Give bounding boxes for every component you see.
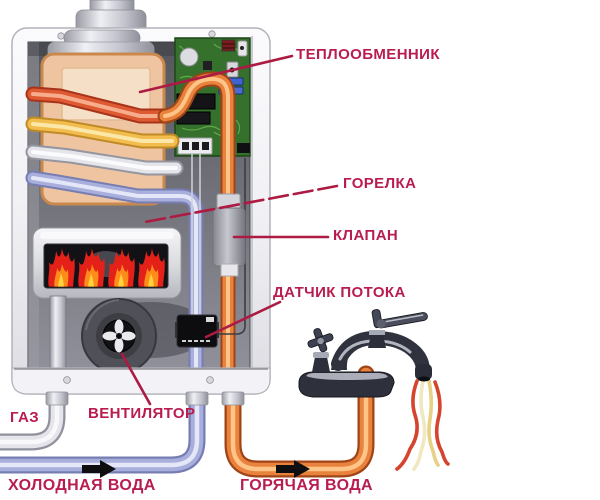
screw-icon xyxy=(63,376,71,384)
hot-water-pipe xyxy=(157,71,236,376)
gas-pipe xyxy=(0,393,66,451)
leader-lines xyxy=(120,54,339,406)
water-streams xyxy=(395,379,450,471)
faucet-left-handle xyxy=(307,328,334,353)
hot-flow-arrow-icon xyxy=(276,460,310,478)
coil-pipes xyxy=(25,86,184,176)
leader-flow-sensor xyxy=(204,300,282,339)
valve-body xyxy=(212,193,246,277)
fan xyxy=(81,298,157,374)
label-burner: ГОРЕЛКА xyxy=(343,175,417,192)
faucet-right-handle xyxy=(371,309,428,329)
label-heat-exchanger: ТЕПЛООБМЕННИК xyxy=(296,46,440,63)
label-gas: ГАЗ xyxy=(10,409,39,426)
label-hot-water: ГОРЯЧАЯ ВОДА xyxy=(240,477,373,494)
flow-sensor xyxy=(175,314,219,348)
screw-icon xyxy=(206,376,214,384)
screw-icon xyxy=(208,30,216,38)
leader-fan xyxy=(120,352,152,406)
label-valve: КЛАПАН xyxy=(333,227,399,244)
burner xyxy=(32,227,182,299)
label-flow-sensor: ДАТЧИК ПОТОКА xyxy=(273,284,406,301)
faucet xyxy=(298,309,432,398)
case-bottom-rim xyxy=(11,367,271,395)
screw-icon xyxy=(57,32,65,40)
fan-blades-icon xyxy=(102,319,136,353)
label-fan: ВЕНТИЛЯТОР xyxy=(88,405,196,422)
leader-heat-exchanger xyxy=(138,54,294,94)
pcb-buzzer xyxy=(179,47,199,67)
cold-flow-arrow-icon xyxy=(82,460,116,478)
cold-water-pipe xyxy=(25,170,204,376)
label-cold-water: ХОЛОДНАЯ ВОДА xyxy=(8,477,156,494)
cold-water-pipe-outside xyxy=(0,393,206,474)
leader-burner xyxy=(143,184,339,224)
pipe-fittings xyxy=(45,391,245,406)
